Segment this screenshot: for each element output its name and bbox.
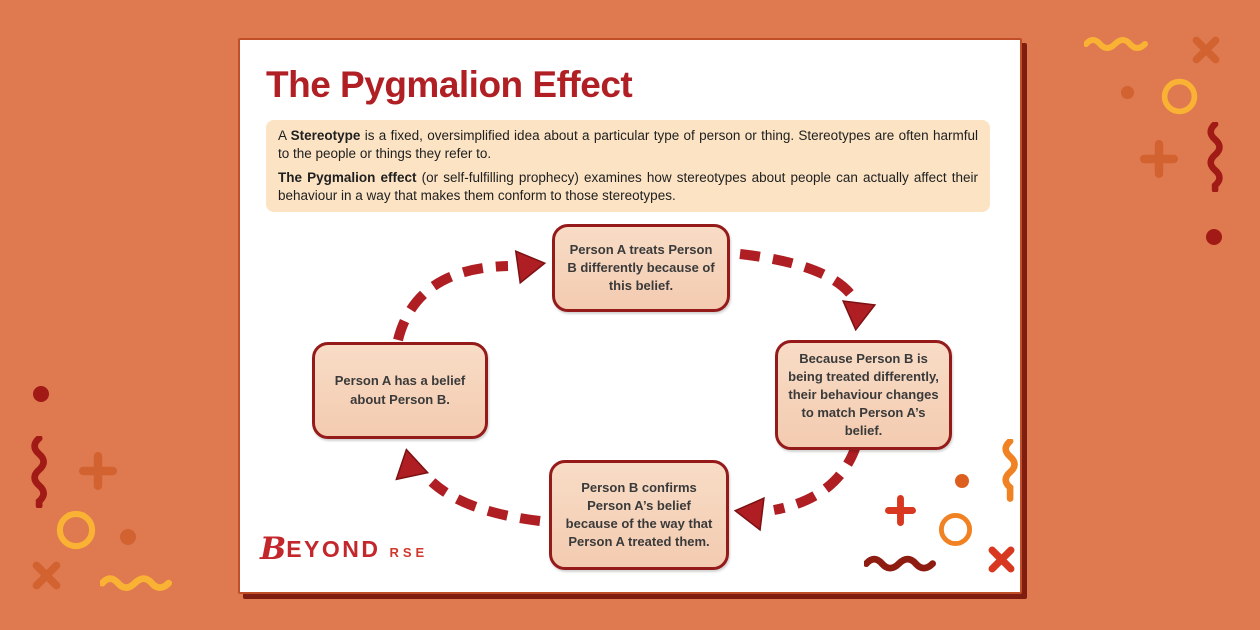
ring-icon — [56, 510, 96, 550]
stereotype-definition: A Stereotype is a fixed, oversimplified … — [278, 128, 978, 161]
beyond-b-icon: B — [260, 531, 287, 567]
dot-icon — [1121, 86, 1134, 99]
wavy-line-icon — [1084, 34, 1148, 52]
dot-icon — [955, 474, 969, 488]
brand-name: EYOND — [286, 536, 381, 562]
cross-icon — [1191, 35, 1221, 65]
cross-icon — [987, 545, 1016, 574]
dot-icon — [33, 386, 49, 402]
cycle-box-text: Person A has a belief about Person B. — [334, 373, 466, 407]
brand-suffix: RSE — [389, 545, 429, 560]
pygmalion-definition: The Pygmalion effect (or self-fulfilling… — [278, 170, 978, 203]
wavy-line-icon — [100, 572, 172, 592]
plus-icon — [885, 495, 916, 526]
wavy-line-icon — [864, 553, 936, 572]
vertical-squiggle-icon — [1203, 122, 1225, 192]
vertical-squiggle-icon — [1000, 439, 1018, 503]
cycle-box-text: Person A treats Person B differently bec… — [567, 241, 715, 294]
cycle-box-right: Because Person B is being treated differ… — [775, 340, 952, 450]
vertical-squiggle-icon — [27, 436, 49, 508]
cycle-box-text: Because Person B is being treated differ… — [788, 350, 939, 439]
slide-card: The Pygmalion Effect A Stereotype is a f… — [238, 38, 1022, 594]
definition-panel: A Stereotype is a fixed, oversimplified … — [266, 120, 990, 213]
page-title: The Pygmalion Effect — [266, 64, 633, 105]
cycle-box-text: Person B confirms Person A’s belief beca… — [565, 479, 713, 550]
plus-icon — [1140, 140, 1178, 178]
cycle-box-bottom: Person B confirms Person A’s belief beca… — [549, 460, 729, 570]
ring-icon — [1161, 78, 1198, 115]
dot-icon — [1206, 229, 1222, 245]
cycle-box-top: Person A treats Person B differently bec… — [552, 224, 730, 312]
dot-icon — [120, 529, 136, 545]
cycle-box-left: Person A has a belief about Person B. — [312, 342, 488, 439]
cross-icon — [31, 560, 62, 591]
ring-icon — [938, 512, 973, 547]
plus-icon — [79, 452, 117, 490]
